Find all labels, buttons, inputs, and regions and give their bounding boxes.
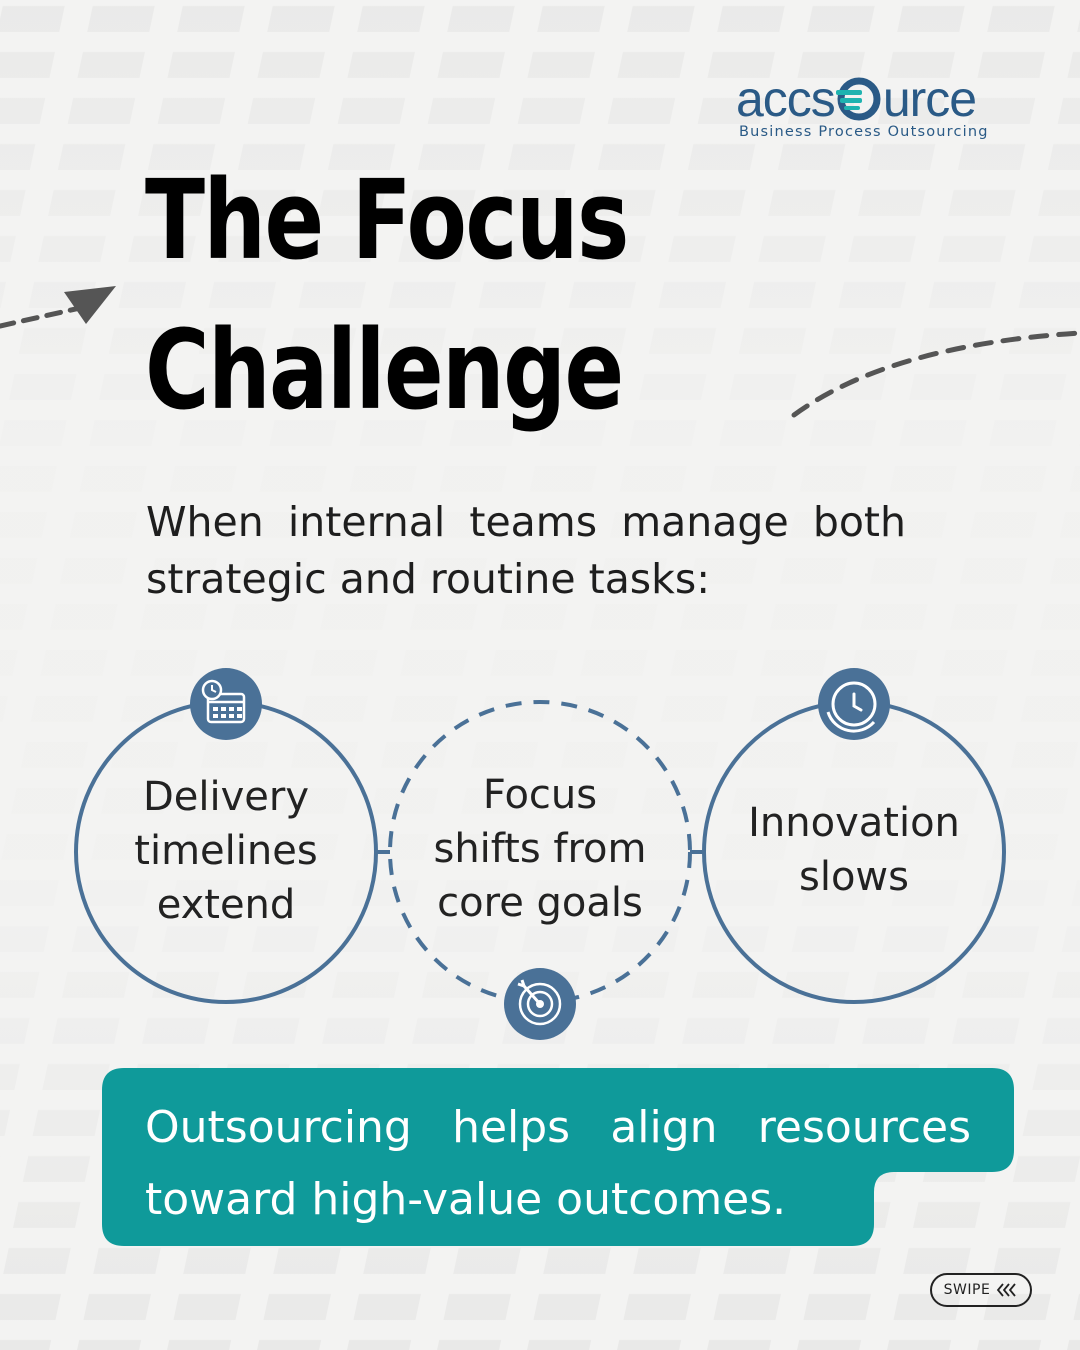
logo-wordmark: accs urce <box>736 70 977 128</box>
triple-chevron-left-icon <box>997 1283 1017 1297</box>
circle-label-focus: Focus shifts from core goals <box>433 772 647 926</box>
circle-label-innovation: Innovation slows <box>748 800 960 900</box>
focus-diagram: Delivery timelines extend Focus shifts f… <box>0 660 1080 1050</box>
title-line-1: The Focus <box>145 156 629 284</box>
logo-tagline: Business Process Outsourcing <box>739 124 989 140</box>
callout-box <box>102 1068 1014 1246</box>
dashed-arrow-left <box>0 286 116 329</box>
clock-icon <box>818 668 890 740</box>
swipe-button[interactable]: SWIPE <box>930 1273 1032 1307</box>
dashed-arrow-right <box>791 330 1080 418</box>
swipe-label: SWIPE <box>943 1282 991 1298</box>
calendar-clock-icon <box>190 668 262 740</box>
intro-text: When internal teams manage both strategi… <box>146 498 906 603</box>
circle-label-delivery: Delivery timelines extend <box>134 774 318 928</box>
brand-logo: accs urce Business Process Outsourcing <box>736 70 1026 144</box>
target-arrow-icon <box>504 968 576 1040</box>
diagram-graphics <box>74 668 1006 1040</box>
logo-text-left: accs <box>736 71 836 127</box>
page-title: The Focus Challenge <box>145 145 657 445</box>
logo-mark-icon <box>835 77 881 121</box>
title-line-2: Challenge <box>145 306 624 434</box>
logo-text-right: urce <box>882 71 977 127</box>
callout-text: Outsourcing helps align resources toward… <box>145 1102 971 1225</box>
